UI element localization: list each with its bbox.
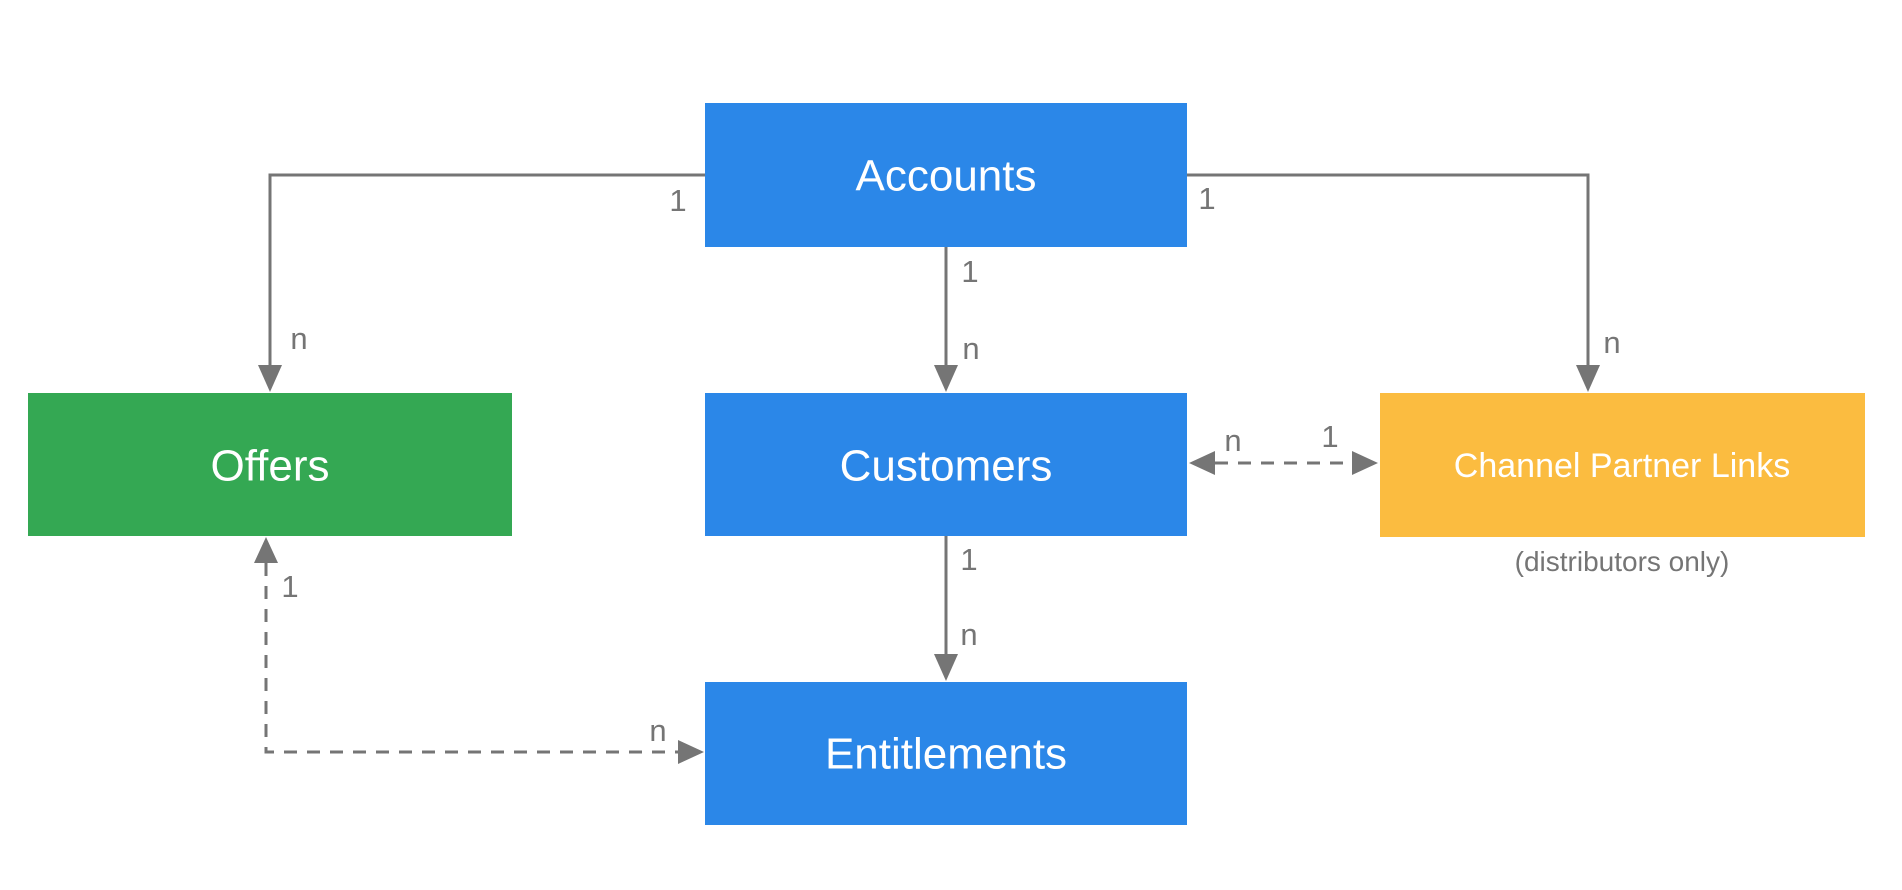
edge-offers-entitlements: 1 n [254,537,704,764]
arrowhead-left-icon [1189,451,1215,475]
entity-customers-box [705,393,1187,536]
edge-customers-entitlements: 1 n [934,536,978,681]
edge-offers-entitlements-line [264,563,678,754]
entity-accounts: Accounts [705,103,1187,247]
entity-channel-partner-links-label: Channel Partner Links [1454,447,1790,485]
arrowhead-down-icon [934,365,958,392]
entity-offers: Offers [28,393,512,536]
edge-channel-partner-links-customers: n 1 [1189,419,1378,475]
cardinality-accounts-offers-1: 1 [669,183,686,218]
entity-customers: Customers [705,393,1187,536]
arrowhead-down-icon [1576,365,1600,392]
edge-accounts-offers-line [268,173,705,365]
entity-channel-partner-links-box [1380,393,1865,537]
edge-accounts-cpl-line [1187,173,1590,365]
edge-accounts-customers: 1 n [934,247,980,392]
edge-accounts-channel-partner-links: 1 n [1187,173,1621,392]
arrowhead-down-icon [934,654,958,681]
entity-offers-label: Offers [210,442,329,491]
cardinality-accounts-offers-n: n [290,321,307,356]
arrowhead-right-icon [1352,451,1378,475]
cardinality-accounts-customers-1: 1 [961,254,978,289]
cardinality-offers-entitlements-n: n [649,713,666,748]
cardinality-customers-entitlements-n: n [960,617,977,652]
cardinality-customers-entitlements-1: 1 [960,542,977,577]
entity-accounts-box [705,103,1187,247]
arrowhead-down-icon [258,365,282,392]
edge-accounts-offers: 1 n [258,173,705,392]
entity-customers-label: Customers [840,442,1053,491]
cardinality-cpl-customers-1: 1 [1321,419,1338,454]
cardinality-cpl-customers-n: n [1224,423,1241,458]
entity-entitlements: Entitlements [705,682,1187,825]
arrowhead-up-icon [254,537,278,563]
distributors-only-note: (distributors only) [1515,546,1730,577]
entity-entitlements-box [705,682,1187,825]
arrowhead-right-icon [678,740,704,764]
entity-accounts-label: Accounts [856,152,1037,201]
entity-entitlements-label: Entitlements [825,730,1067,779]
entity-channel-partner-links: Channel Partner Links (distributors only… [1380,393,1865,577]
cardinality-accounts-customers-n: n [962,331,979,366]
entity-offers-box [28,393,512,536]
cardinality-accounts-cpl-1: 1 [1198,181,1215,216]
cardinality-offers-entitlements-1: 1 [281,569,298,604]
cardinality-accounts-cpl-n: n [1603,325,1620,360]
